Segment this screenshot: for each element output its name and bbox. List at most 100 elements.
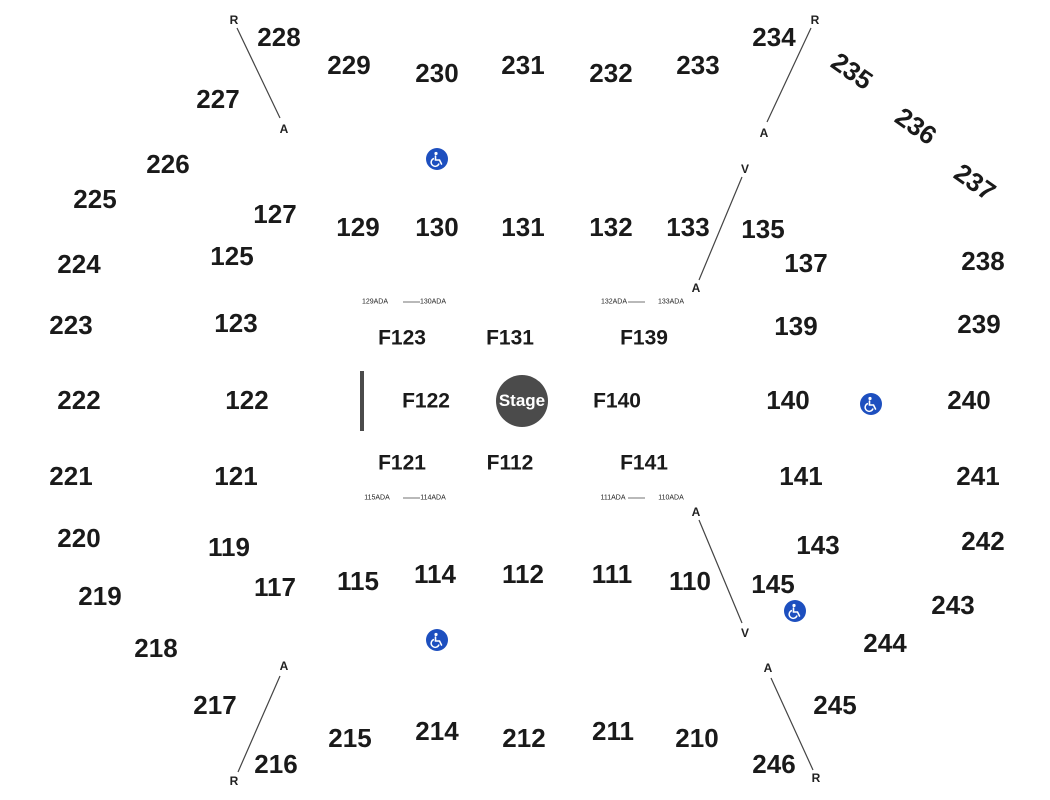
section-246[interactable]: 246 [752, 749, 796, 779]
row-divider-line [770, 677, 814, 771]
section-112[interactable]: 112 [502, 559, 544, 589]
section-127[interactable]: 127 [253, 199, 297, 229]
section-f112[interactable]: F112 [486, 451, 534, 475]
ada-label: 129ADA [361, 298, 389, 306]
section-210[interactable]: 210 [675, 723, 719, 753]
section-211[interactable]: 211 [592, 716, 634, 746]
section-227[interactable]: 227 [196, 84, 240, 114]
wheelchair-icon [426, 629, 448, 651]
section-132[interactable]: 132 [589, 212, 633, 242]
section-117[interactable]: 117 [254, 572, 296, 602]
section-214[interactable]: 214 [415, 716, 459, 746]
section-228[interactable]: 228 [257, 22, 301, 52]
row-divider-line [766, 27, 812, 123]
row-marker: R [810, 13, 820, 27]
section-234[interactable]: 234 [752, 22, 796, 52]
section-226[interactable]: 226 [146, 149, 190, 179]
row-marker: A [763, 661, 773, 675]
row-marker: R [811, 771, 821, 785]
section-110[interactable]: 110 [669, 566, 711, 596]
section-119[interactable]: 119 [208, 532, 250, 562]
section-239[interactable]: 239 [957, 309, 1001, 339]
section-f139[interactable]: F139 [620, 326, 668, 350]
row-divider-line [236, 27, 281, 119]
row-divider-line [698, 176, 743, 281]
ada-label: 133ADA [657, 298, 685, 306]
section-f122[interactable]: F122 [402, 389, 450, 413]
mix-position [360, 371, 364, 431]
ada-label: 111ADA [600, 494, 626, 502]
row-marker: V [740, 162, 750, 176]
section-220[interactable]: 220 [57, 523, 101, 553]
section-215[interactable]: 215 [328, 723, 372, 753]
wheelchair-icon [784, 600, 806, 622]
section-233[interactable]: 233 [676, 50, 720, 80]
section-217[interactable]: 217 [193, 690, 237, 720]
row-marker: A [279, 122, 289, 136]
section-f140[interactable]: F140 [593, 389, 641, 413]
section-223[interactable]: 223 [49, 310, 93, 340]
section-225[interactable]: 225 [73, 184, 117, 214]
section-141[interactable]: 141 [779, 461, 823, 491]
row-marker: V [740, 626, 750, 640]
ada-label: 110ADA [658, 494, 684, 502]
section-129[interactable]: 129 [336, 212, 380, 242]
section-f141[interactable]: F141 [620, 451, 668, 475]
section-222[interactable]: 222 [57, 385, 101, 415]
section-121[interactable]: 121 [214, 461, 258, 491]
ada-label: 132ADA [600, 298, 628, 306]
section-140[interactable]: 140 [766, 385, 810, 415]
section-125[interactable]: 125 [210, 241, 254, 271]
stage[interactable]: Stage [496, 375, 548, 427]
section-f131[interactable]: F131 [486, 326, 534, 350]
section-114[interactable]: 114 [414, 559, 456, 589]
section-115[interactable]: 115 [337, 566, 379, 596]
section-131[interactable]: 131 [501, 212, 545, 242]
section-218[interactable]: 218 [134, 633, 178, 663]
section-244[interactable]: 244 [863, 628, 907, 658]
section-139[interactable]: 139 [774, 311, 818, 341]
section-143[interactable]: 143 [796, 530, 840, 560]
section-111[interactable]: 111 [591, 559, 633, 589]
row-marker: A [691, 281, 701, 295]
row-marker: A [691, 505, 701, 519]
section-245[interactable]: 245 [813, 690, 857, 720]
section-219[interactable]: 219 [78, 581, 122, 611]
section-130[interactable]: 130 [415, 212, 459, 242]
row-divider-line [237, 675, 281, 773]
section-231[interactable]: 231 [501, 50, 545, 80]
stage-label: Stage [498, 391, 546, 410]
section-f123[interactable]: F123 [378, 326, 426, 350]
section-133[interactable]: 133 [666, 212, 710, 242]
section-135[interactable]: 135 [741, 214, 785, 244]
ada-label: 115ADA [364, 494, 390, 502]
section-232[interactable]: 232 [589, 58, 633, 88]
section-224[interactable]: 224 [57, 249, 101, 279]
wheelchair-icon [860, 393, 882, 415]
section-145[interactable]: 145 [751, 569, 795, 599]
row-divider-line [698, 519, 743, 624]
section-216[interactable]: 216 [254, 749, 298, 779]
row-marker: A [279, 659, 289, 673]
ada-label: 114ADA [420, 494, 446, 502]
ada-label: 130ADA [419, 298, 447, 306]
section-243[interactable]: 243 [931, 590, 975, 620]
row-marker: A [759, 126, 769, 140]
section-241[interactable]: 241 [956, 461, 1000, 491]
row-marker: R [229, 774, 239, 788]
section-f121[interactable]: F121 [378, 451, 426, 475]
section-221[interactable]: 221 [49, 461, 93, 491]
section-137[interactable]: 137 [784, 248, 828, 278]
section-230[interactable]: 230 [415, 58, 459, 88]
section-238[interactable]: 238 [961, 246, 1005, 276]
section-212[interactable]: 212 [502, 723, 546, 753]
row-marker: R [229, 13, 239, 27]
section-123[interactable]: 123 [214, 308, 258, 338]
section-229[interactable]: 229 [327, 50, 371, 80]
section-242[interactable]: 242 [961, 526, 1005, 556]
section-240[interactable]: 240 [947, 385, 991, 415]
wheelchair-icon [426, 148, 448, 170]
section-122[interactable]: 122 [225, 385, 269, 415]
